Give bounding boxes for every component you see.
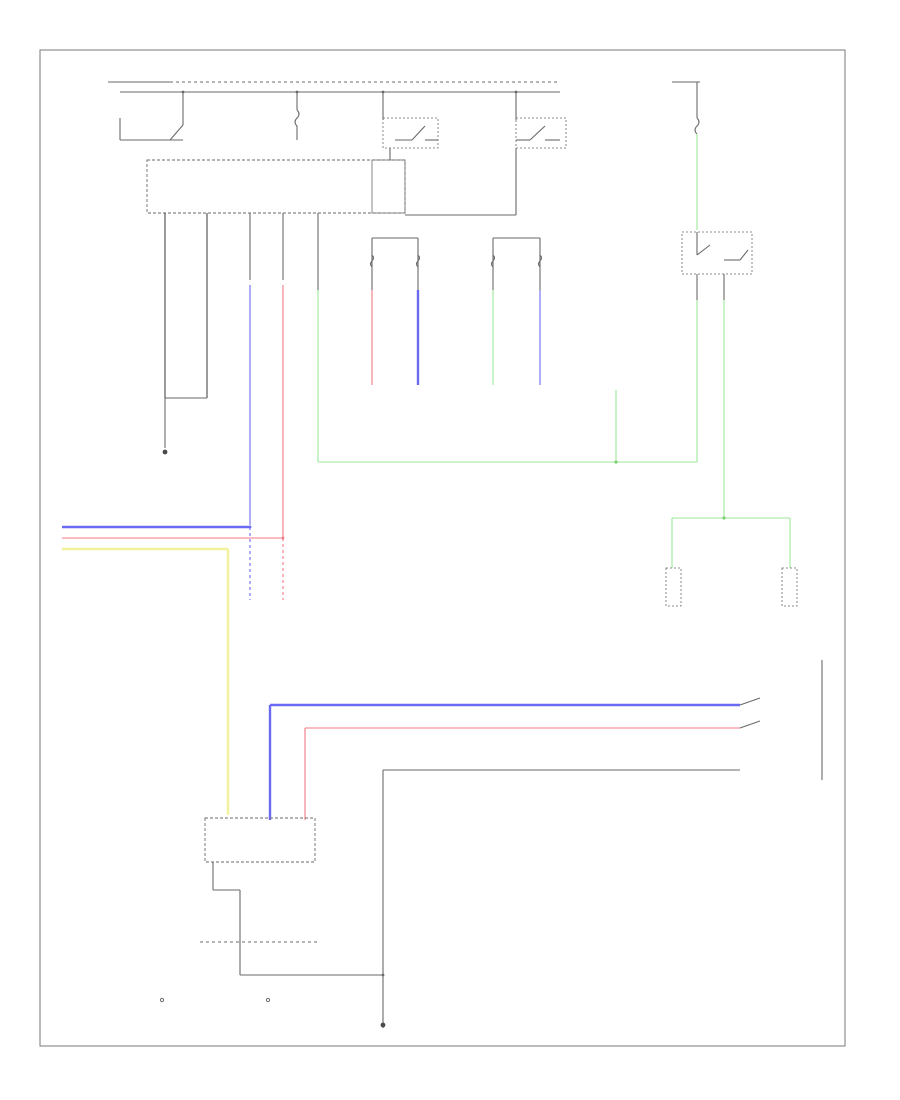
fuse-1 xyxy=(294,109,300,140)
lighting-switch-relay xyxy=(672,81,753,518)
box-output-wires xyxy=(164,213,319,448)
headlight-relay-2 xyxy=(515,117,567,149)
headlight-relay-1 xyxy=(382,117,439,149)
left-edge-wires xyxy=(62,525,285,815)
door-switch xyxy=(268,660,823,1028)
diagram-frame xyxy=(39,49,846,1047)
ground-point xyxy=(162,449,168,455)
control-unit xyxy=(200,817,320,975)
ignition-switch xyxy=(119,118,184,141)
ground-connectors xyxy=(159,973,386,1028)
green-return-wire xyxy=(317,290,697,464)
fuse-relay-box xyxy=(146,148,517,216)
headlight-system xyxy=(369,237,543,385)
rear-lamps xyxy=(665,516,798,607)
top-power-bus xyxy=(108,81,560,125)
